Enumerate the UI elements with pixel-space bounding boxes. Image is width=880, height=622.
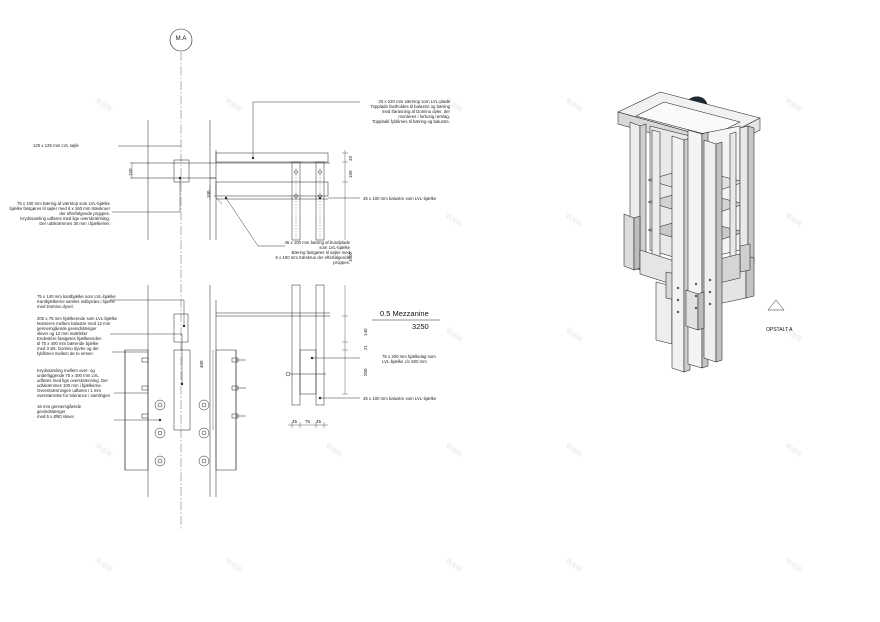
note-line: Overskrænningen udføres i 1 mm [37,388,101,393]
note-line: 200 x 75 mm hjælkeende som LVL-bjælke [37,316,118,321]
note-line: LVL-bjælke c/c 600 mm [382,359,427,364]
note-line: Endestére fastgøres hjælkeenden [37,336,102,341]
post-block-right [215,349,237,471]
dim-100: 100 [206,190,211,198]
section-detail [110,28,440,530]
note-line: med 3 stk. Domino dyvler og der [37,346,99,351]
baluster-upper-1 [291,161,301,241]
dim-200: 200 [363,368,368,376]
note-rail-bearing: 75 x 100 mm bæring af værntop som LVL-bj… [9,201,110,226]
note-line: overstørrelse for tolerance i samlingen [37,393,111,398]
dimension-lines [131,150,348,430]
note-line: Kantbjælkerne samles indbyrdes i hjørne [37,299,115,304]
dim-150-right: 150 [348,170,353,178]
note-line: gennemgående gevindstænger [37,326,97,331]
note-line: som LVL-bjælke [319,245,350,250]
note-line: Toppladé fyldlimes til bæring og balustr… [372,119,450,124]
note-line: Krydssamling udføres med lige overskrænn… [20,216,110,221]
note-line: 45 x 100 mm bæring af bundplade [284,240,350,245]
note-line: Toppladе fastholdes til balustre og bæri… [370,104,450,109]
note-line: 16 mm gennemgående [37,404,82,409]
note-line: 75 x 200 mm hjælkelag som [382,354,436,359]
joist [299,349,317,395]
note-line: Bæring fastgøres til søjler med [291,250,350,255]
dim-45-left: 45 [292,419,298,424]
grid-marker-circle [169,28,193,52]
baluster-lower-1 [291,284,301,406]
note-line: 125 x 125 mm LVL søjle [33,143,79,148]
top-plate [215,152,329,163]
note-line: bjælke fastgøres til søjler med 6 x 160 … [9,206,110,211]
note-line: der efterfølgende proppes. [59,211,110,216]
note-line: udskrænmes 100 mm i bjælkerne. [37,383,102,388]
note-line: 6 x 100 mm træskrue der efterfølgende [275,255,350,260]
dim-1000: 1000 [348,251,353,262]
note-line: proppes. [333,260,350,265]
dim-75: 75 [305,419,311,424]
dim-21: 21 [363,344,368,350]
baluster-upper-2 [315,161,325,241]
bottom-rail [215,181,329,197]
note-line: gevindstænger [37,409,66,414]
note-line: 33 x 220 mm værntop som LVL-plade [378,99,450,104]
note-line: Der udskrænmes 30 mm i bjælkerne. [39,221,110,226]
grid-marker-label: M.A [175,36,187,42]
note-line: monteres i forborig rørslag. [398,114,450,119]
note-line: Krydssamling mellem over- og [37,368,95,373]
axo-bolts [676,278,712,314]
dim-150-upper-left: 150 [128,168,133,176]
note-line: til 75 x 400 mm bærende bjælke [37,341,99,346]
note-line: med 5 x Ø50 skiver [37,414,75,419]
note-line: 75 x 140 mm kantbjælke som LVL-bjælke [37,294,116,299]
note-line: fyldlimes mellem de to emner. [37,351,94,356]
note-line: 45 x 100 mm balustre som LVL-bjælke [363,196,437,201]
note-line: skiver og 12 mm møtrikker [37,331,88,336]
leader-lines [110,101,360,422]
note-line: udføres med lige overskrænning. Der [37,378,108,383]
elevation-label: OPSTALT A [766,327,793,333]
post-rail-bearing [173,159,190,183]
note-line: med Domino dyvel. [37,304,74,309]
note-line: 45 x 100 mm balustre som LVL-bjælke [363,396,437,401]
level-value: 3250 [412,322,429,331]
note-line: 75 x 100 mm bæring af værntop som LVL-bj… [16,201,110,206]
baluster-lower-2 [315,284,325,406]
elevation-arrow-icon [767,299,785,311]
dim-45-right: 45 [316,419,322,424]
note-line: underliggende 75 x 400 mm LVL [37,373,99,378]
note-baluster-upper: 45 x 100 mm balustre som LVL-bjælke [363,196,436,201]
note-line: med iførasning af Domino dyler, der [381,109,450,114]
dim-400: 400 [199,360,204,368]
dim-33: 33 [348,155,353,161]
post-block-left [124,349,149,471]
axonometric-view [617,91,785,373]
level-label: 0.5 Mezzanine [380,309,429,318]
edge-beam [173,313,189,343]
note-baluster-lower: 45 x 100 mm balustre som LVL-bjælke [363,396,436,401]
note-line: Monteres mellem balustre med 12 mm [37,321,111,326]
dim-140: 140 [363,328,368,336]
note-post: 125 x 125 mm LVL søjle [33,143,79,148]
bolts [141,357,246,467]
